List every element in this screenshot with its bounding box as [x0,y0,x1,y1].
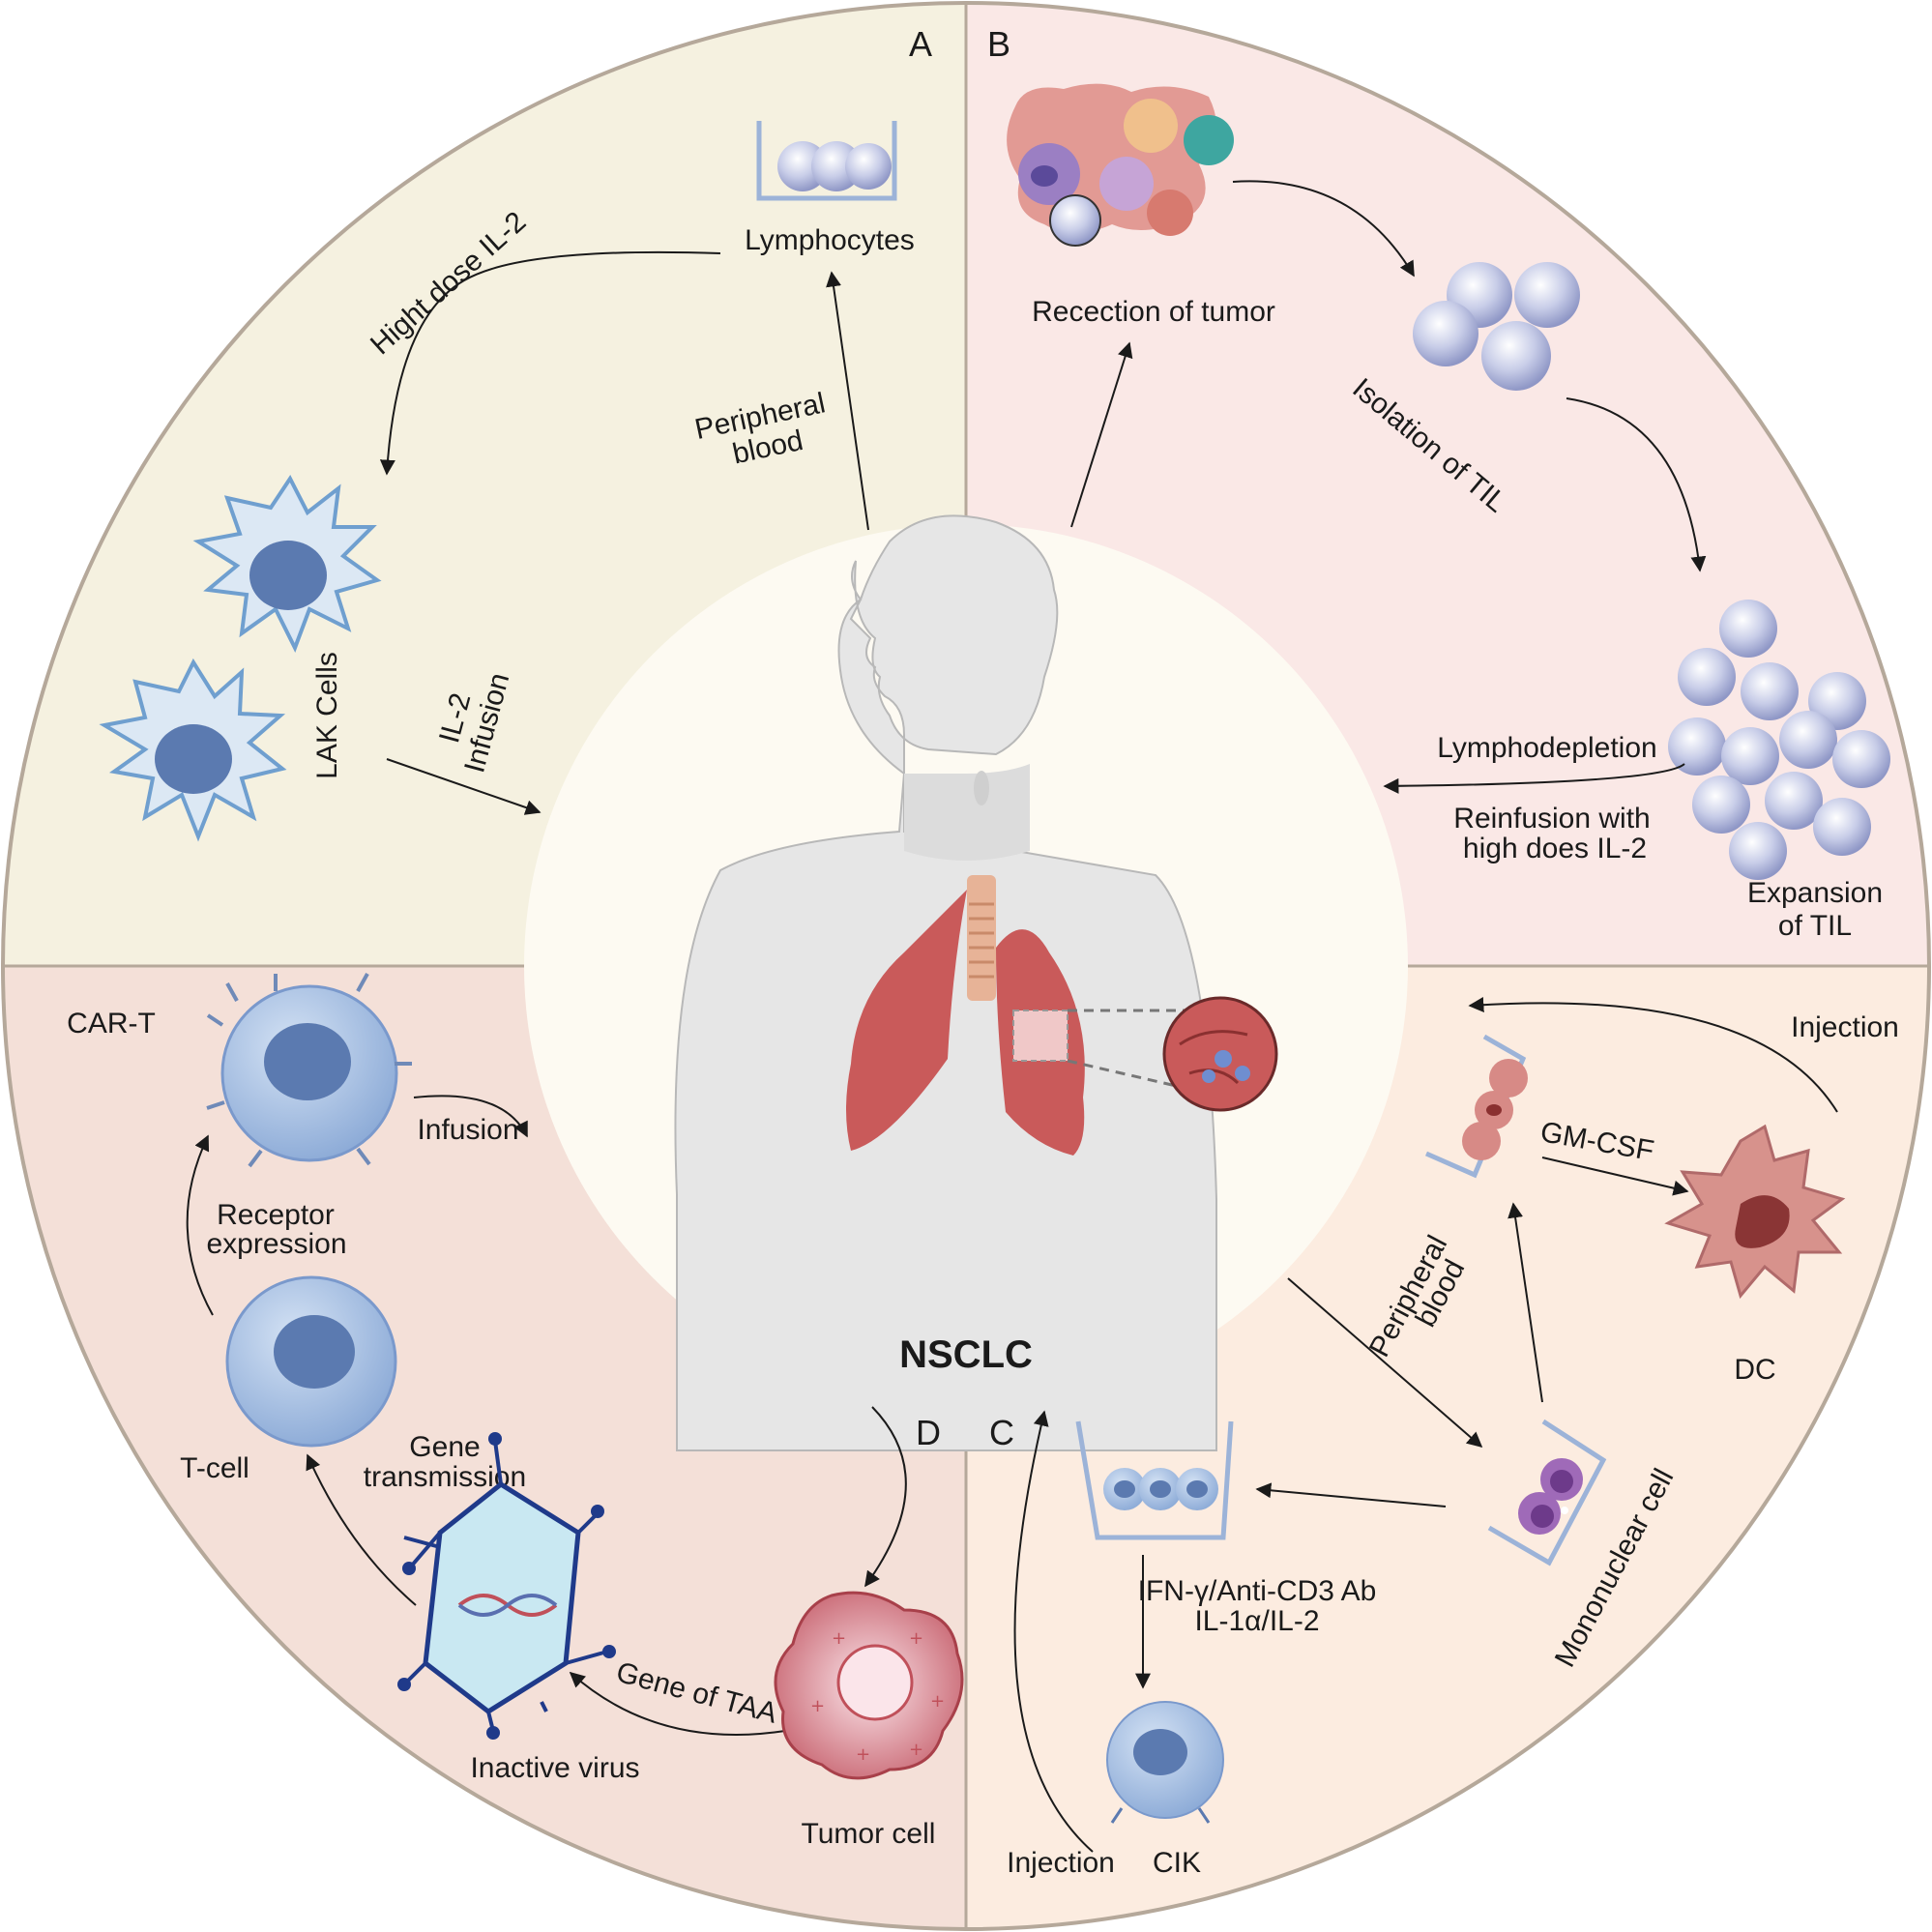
tumor-tissue-icon [1007,83,1234,247]
label-cik: CIK [1153,1847,1201,1879]
label-infusion-d: Infusion [417,1114,518,1146]
label-tumor-cell: Tumor cell [802,1818,936,1850]
lymphocytes-dish-icon [756,121,897,201]
mononuclear-dish-icon [1487,1419,1607,1566]
label-tcell: T-cell [180,1452,249,1484]
label-receptor-2: expression [206,1228,346,1260]
cart-cell-icon [206,973,412,1168]
arrow-mononuclear-to-cik-dish [1255,1482,1447,1508]
quadrant-c-letter: C [989,1413,1014,1452]
arrow-lymphocytes-to-lak [379,250,721,476]
label-reinfusion-2: high does IL-2 [1463,833,1647,864]
quadrant-b-letter: B [987,24,1010,64]
label-injection-dc: Injection [1791,1011,1899,1043]
gmcsf-dish-icon [1424,1034,1528,1179]
arrow-tcell-to-cart [186,1134,214,1316]
label-virus: Inactive virus [470,1752,639,1784]
arrow-expansion-to-center [1383,763,1685,794]
label-receptor-1: Receptor [217,1199,335,1231]
lak-cell-icon [99,475,382,842]
label-lymphodepletion: Lymphodepletion [1437,732,1656,764]
t-cell-icon [225,1275,397,1448]
cik-cell-icon [1106,1701,1224,1824]
arrow-center-to-resection [1070,341,1133,528]
svg-text:+: + [909,1740,923,1760]
arrow-cart-infusion [413,1095,528,1138]
label-lak-cells: LAK Cells [311,652,343,779]
label-ifn-1: IFN-γ/Anti-CD3 Ab [1138,1575,1377,1607]
expanded-til-icon [1668,600,1890,880]
center-title: NSCLC [899,1333,1033,1376]
inactive-virus-icon [397,1432,616,1740]
label-dc: DC [1734,1354,1775,1386]
svg-text:+: + [832,1628,846,1649]
arrow-mononuclear-to-gmcsf [1508,1202,1543,1403]
lungs-figure [846,875,1278,1156]
label-expansion-2: of TIL [1778,910,1852,942]
svg-text:+: + [909,1628,923,1649]
arrow-center-to-tumor [864,1406,907,1588]
arrow-dc-injection [1468,997,1838,1113]
arrow-cik-injection [1013,1410,1094,1853]
quadrant-a-letter: A [909,24,932,64]
label-cart: CAR-T [67,1008,156,1039]
quadrant-b: Recection of tumor Isolation of TIL Expa… [1007,83,1890,942]
tumor-cell-icon: + + + + + + [774,1591,964,1780]
label-lymphocytes: Lymphocytes [745,224,915,256]
arrow-blood-to-lymphocytes [826,271,869,531]
quadrant-d-letter: D [916,1413,941,1452]
arrow-resection-to-isolation [1232,180,1415,278]
svg-text:+: + [856,1744,870,1765]
svg-text:+: + [930,1691,945,1712]
quadrant-d: CAR-T Infusion Receptor expression T-cel… [67,973,964,1850]
label-reinfusion-1: Reinfusion with [1453,803,1650,834]
arrow-tumor-to-virus [569,1671,786,1736]
arrow-isolation-to-expansion [1566,397,1707,572]
arrow-gmcsf-to-dc [1541,1156,1689,1196]
svg-text:+: + [810,1696,825,1716]
arrow-center-to-mononuclear [1287,1277,1483,1449]
arrow-lak-to-center [386,758,542,815]
label-expansion-1: Expansion [1747,877,1883,909]
arrow-virus-to-tcell [306,1453,417,1606]
label-resection: Recection of tumor [1032,296,1275,328]
label-ifn-2: IL-1α/IL-2 [1194,1605,1319,1637]
label-gene-1: Gene [409,1431,480,1463]
label-injection-cik: Injection [1007,1847,1115,1879]
dc-cell-icon [1664,1124,1846,1300]
cik-dish-icon [1075,1420,1234,1540]
isolated-til-icon [1413,262,1580,391]
